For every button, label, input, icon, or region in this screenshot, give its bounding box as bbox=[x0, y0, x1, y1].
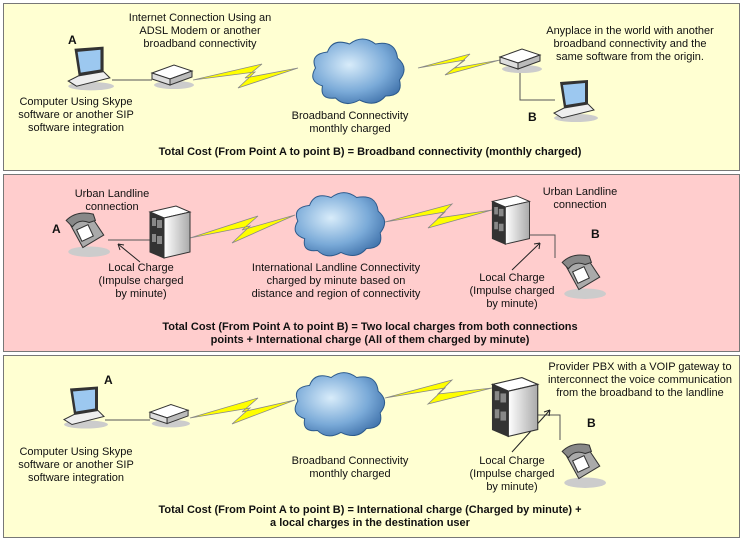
laptop-a-icon bbox=[63, 385, 108, 430]
computer-caption: Computer Using Skype software or another… bbox=[18, 96, 134, 134]
cloud-caption: Broadband Connectivity monthly charged bbox=[291, 455, 409, 480]
modem-caption: Internet Connection Using an ADSL Modem … bbox=[128, 12, 272, 50]
laptop-b-icon bbox=[553, 79, 598, 123]
modem-icon bbox=[149, 404, 190, 428]
cloud-icon bbox=[294, 192, 386, 257]
point-b-label: B bbox=[528, 110, 537, 124]
phone-a-icon bbox=[65, 212, 110, 258]
computer-caption: Computer Using Skype software or another… bbox=[18, 446, 134, 484]
total-cost-text: Total Cost (From Point A to point B) = B… bbox=[158, 146, 582, 158]
pbx-server-icon bbox=[491, 377, 539, 437]
point-b-label: B bbox=[591, 227, 600, 241]
phone-b-icon bbox=[561, 443, 606, 489]
point-a-label: A bbox=[68, 33, 77, 47]
local-charge-b-caption: Local Charge (Impulse charged by minute) bbox=[469, 272, 555, 310]
cloud-icon bbox=[294, 372, 386, 437]
total-cost-text: Total Cost (From Point A to point B) = T… bbox=[162, 321, 578, 346]
urban-landline-b-caption: Urban Landline connection bbox=[542, 186, 618, 211]
urban-landline-a-caption: Urban Landline connection bbox=[74, 188, 150, 213]
pbx-caption: Provider PBX with a VOIP gateway to inte… bbox=[547, 361, 733, 399]
exchange-b-icon bbox=[491, 195, 530, 245]
total-cost-text: Total Cost (From Point A to point B) = I… bbox=[158, 504, 582, 529]
phone-b-icon bbox=[561, 254, 606, 300]
local-charge-a-caption: Local Charge (Impulse charged by minute) bbox=[98, 262, 184, 300]
modem-icon bbox=[151, 64, 194, 90]
local-charge-caption: Local Charge (Impulse charged by minute) bbox=[469, 455, 555, 493]
laptop-a-icon bbox=[67, 46, 114, 91]
cloud-caption: Broadband Connectivity monthly charged bbox=[291, 110, 409, 135]
point-b-label: B bbox=[587, 416, 596, 430]
point-a-label: A bbox=[104, 373, 113, 387]
modem-b-icon bbox=[499, 48, 542, 74]
destination-caption: Anyplace in the world with another broad… bbox=[546, 25, 714, 63]
cloud-caption: International Landline Connectivity char… bbox=[251, 262, 421, 300]
exchange-a-icon bbox=[149, 205, 191, 259]
point-a-label: A bbox=[52, 222, 61, 236]
cloud-icon bbox=[312, 38, 405, 105]
